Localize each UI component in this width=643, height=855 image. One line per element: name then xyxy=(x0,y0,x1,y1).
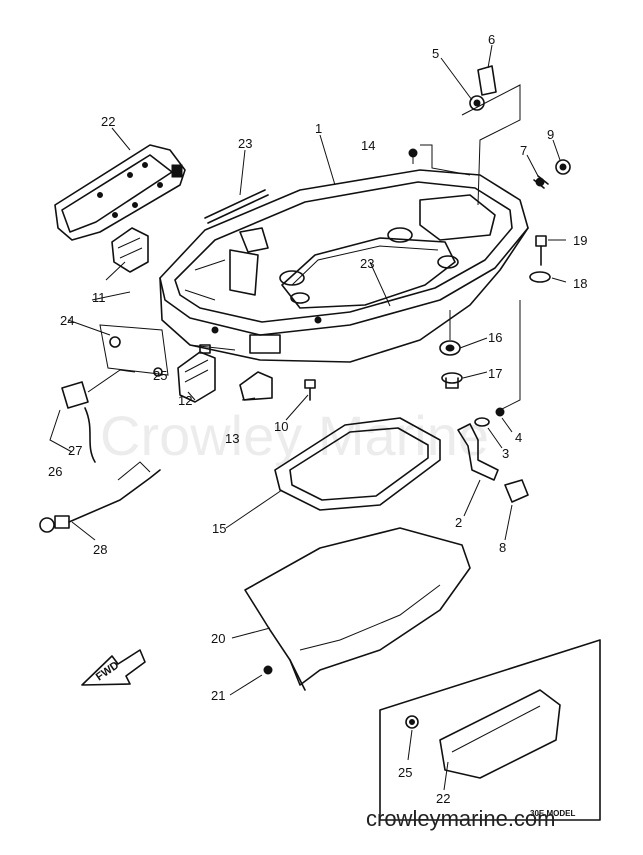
part-seal-15 xyxy=(274,417,441,511)
part-clip-6 xyxy=(477,65,497,96)
callout-20: 20 xyxy=(211,631,225,646)
inset-30e-model: 30E MODEL xyxy=(379,639,601,821)
callout-11: 11 xyxy=(92,290,106,305)
part-latch-11 xyxy=(111,227,149,273)
callout-26: 26 xyxy=(48,464,62,479)
callout-10: 10 xyxy=(274,419,288,434)
part-washer-18 xyxy=(529,271,551,283)
site-watermark: crowleymarine.com xyxy=(366,806,556,831)
callout-17: 17 xyxy=(488,366,502,381)
callout-12: 12 xyxy=(178,393,192,408)
part-grommet-5 xyxy=(469,95,485,111)
fwd-arrow: FWD xyxy=(81,649,146,686)
part-cover-22 xyxy=(54,144,186,241)
callout-1: 1 xyxy=(315,121,322,136)
callout-23-inner: 23 xyxy=(360,256,374,271)
callout-6: 6 xyxy=(488,32,495,47)
part-collar-17 xyxy=(441,372,463,389)
callout-22: 22 xyxy=(101,114,115,129)
part-screw-7 xyxy=(533,175,549,189)
callout-15: 15 xyxy=(212,521,226,536)
part-washer-3 xyxy=(474,417,490,427)
callout-25-inset: 25 xyxy=(398,765,412,780)
part-lever-2 xyxy=(457,423,499,481)
bracket-26-27 xyxy=(49,409,73,453)
part-lower-cover-20 xyxy=(244,527,471,691)
part-nut-9 xyxy=(555,159,571,175)
callout-16: 16 xyxy=(488,330,502,345)
part-switch-26 xyxy=(61,369,136,409)
part-wire-27 xyxy=(84,407,96,463)
part-screw-21 xyxy=(263,665,273,675)
callout-3: 3 xyxy=(502,446,509,461)
callout-7: 7 xyxy=(520,143,527,158)
bracket-4 xyxy=(499,300,521,411)
callout-19: 19 xyxy=(573,233,587,248)
inset-caption: 30E MODEL xyxy=(530,809,575,818)
callout-2: 2 xyxy=(455,515,462,530)
callout-4: 4 xyxy=(515,430,522,445)
part-switch-12 xyxy=(177,344,216,403)
part-knob-8 xyxy=(504,479,529,503)
callout-23: 23 xyxy=(238,136,252,151)
part-cable-28 xyxy=(39,461,161,533)
callout-27: 27 xyxy=(68,443,82,458)
callout-22-inset: 22 xyxy=(436,791,450,806)
callout-25: 25 xyxy=(153,368,167,383)
part-bottom-cowling-1 xyxy=(159,169,529,363)
callout-24: 24 xyxy=(60,313,74,328)
part-seal-23b xyxy=(291,245,439,286)
part-bolt-10 xyxy=(304,379,316,401)
callouts: 1 2 3 4 5 6 7 8 9 10 11 12 13 14 15 16 1… xyxy=(48,32,587,806)
part-bracket-13 xyxy=(239,371,273,401)
callout-9: 9 xyxy=(547,127,554,142)
part-strip-23 xyxy=(204,189,269,224)
bracket-5-6 xyxy=(461,84,521,206)
part-screw-4 xyxy=(495,407,505,417)
callout-14: 14 xyxy=(361,138,375,153)
part-screw-14 xyxy=(408,148,418,164)
callout-28: 28 xyxy=(93,542,107,557)
leader-lines xyxy=(67,44,567,791)
callout-8: 8 xyxy=(499,540,506,555)
part-grommet-16 xyxy=(439,340,461,356)
watermark-text: Crowley Marine xyxy=(100,404,489,467)
callout-5: 5 xyxy=(432,46,439,61)
part-plate-24 xyxy=(99,324,169,377)
bracket-14 xyxy=(420,144,471,176)
part-bolt-19 xyxy=(535,235,547,266)
callout-13: 13 xyxy=(225,431,239,446)
callout-18: 18 xyxy=(573,276,587,291)
callout-21: 21 xyxy=(211,688,225,703)
